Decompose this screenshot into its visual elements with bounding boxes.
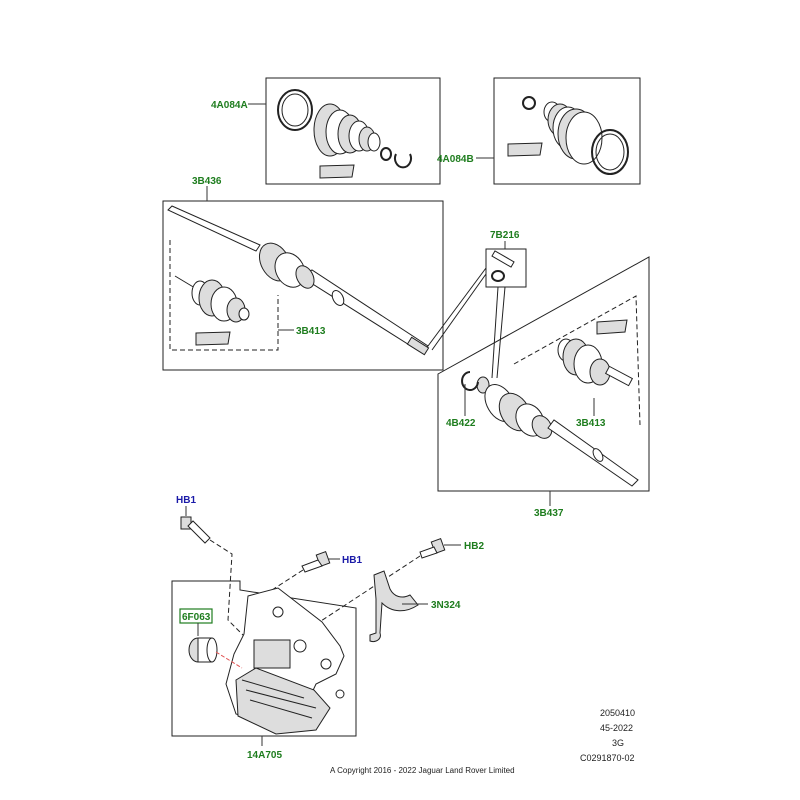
boot-kit-b-group[interactable]: 4A084B: [437, 77, 641, 185]
joint-right-subframe: [513, 295, 641, 426]
footer-copyright: A Copyright 2016 - 2022 Jaguar Land Rove…: [330, 766, 515, 775]
bolt-hb1-mid: [301, 551, 331, 573]
bolt-hb2: [419, 538, 446, 559]
footer-line2: 45-2022: [600, 723, 633, 733]
label-3n324: 3N324: [431, 600, 461, 611]
bracket-strap-group[interactable]: 3N324: [369, 570, 461, 642]
boot-kit-a-group[interactable]: 4A084A: [211, 77, 441, 185]
label-hb1-mid: HB1: [342, 555, 362, 566]
drive-shaft-right-group[interactable]: 4B422 3B413 3B437: [437, 256, 650, 519]
drive-shaft-right-frame: [437, 256, 650, 492]
clamp-ring-large-a-inner: [281, 93, 309, 127]
joint-left-subframe: [169, 240, 279, 351]
grease-sachet-a: [319, 164, 355, 179]
drive-shaft-left-group[interactable]: 3B436 3B413: [162, 176, 444, 371]
label-hb2: HB2: [464, 541, 484, 552]
label-3b436: 3B436: [192, 176, 222, 187]
circlip-a: [394, 153, 412, 169]
footer-line3: 3G: [612, 738, 624, 748]
grease-sachet-b: [507, 142, 543, 157]
label-4a084a: 4A084A: [211, 100, 248, 111]
clip-pin: [491, 250, 515, 268]
cv-joint-right: [557, 338, 634, 387]
footer-line1: 2050410: [600, 708, 635, 718]
clamp-ring-large-a: [277, 89, 313, 131]
clamp-ring-large-b: [591, 129, 629, 175]
label-hb1-top: HB1: [176, 495, 196, 506]
boot-kit-b-frame: [493, 77, 641, 185]
label-3b413-right: 3B413: [576, 418, 606, 429]
snap-ring-right: [461, 371, 479, 391]
clip-ring: [491, 270, 505, 282]
clamp-ring-large-b-inner: [595, 133, 625, 171]
label-6f063: 6F063: [182, 612, 211, 623]
label-14a705: 14A705: [247, 750, 282, 761]
clip-kit-group[interactable]: 7B216: [427, 230, 527, 379]
bushing-group[interactable]: 6F063: [179, 608, 243, 669]
drive-shaft-left: [167, 205, 430, 356]
drive-shaft-left-frame: [162, 200, 444, 371]
grease-sachet-left: [195, 331, 231, 346]
bolt-hb1-top: [180, 516, 211, 544]
bushing-fit-line: [215, 651, 243, 669]
bushing-label-highlight: [179, 608, 213, 624]
label-3b413-left: 3B413: [296, 326, 326, 337]
bearing-housing: [225, 587, 345, 735]
label-3b437: 3B437: [534, 508, 564, 519]
cv-joint-left: [174, 275, 250, 323]
cv-boot-a: [313, 103, 381, 157]
grease-sachet-right: [596, 319, 628, 335]
bolt-hb1-top-group[interactable]: HB1: [176, 495, 249, 641]
label-4b422: 4B422: [446, 418, 476, 429]
bushing: [188, 637, 218, 663]
bearing-housing-frame: [171, 580, 357, 737]
bracket-strap: [369, 570, 419, 642]
clamp-small-a: [380, 147, 392, 161]
clip-kit-frame: [485, 248, 527, 288]
footer-line4: C0291870-02: [580, 753, 635, 763]
drive-shaft-right: [476, 376, 639, 487]
label-4a084b: 4A084B: [437, 154, 474, 165]
footer-info: 2050410 45-2022 3G C0291870-02 A Copyrig…: [330, 708, 635, 775]
clamp-small-b: [522, 96, 536, 110]
cv-boot-b: [543, 101, 603, 165]
boot-kit-a-frame: [265, 77, 441, 185]
bolt-hb1-mid-group[interactable]: HB1: [271, 551, 362, 591]
label-7b216: 7B216: [490, 230, 520, 241]
bolt-hb2-group[interactable]: HB2: [291, 538, 484, 641]
bearing-housing-group[interactable]: 14A705: [171, 580, 357, 761]
